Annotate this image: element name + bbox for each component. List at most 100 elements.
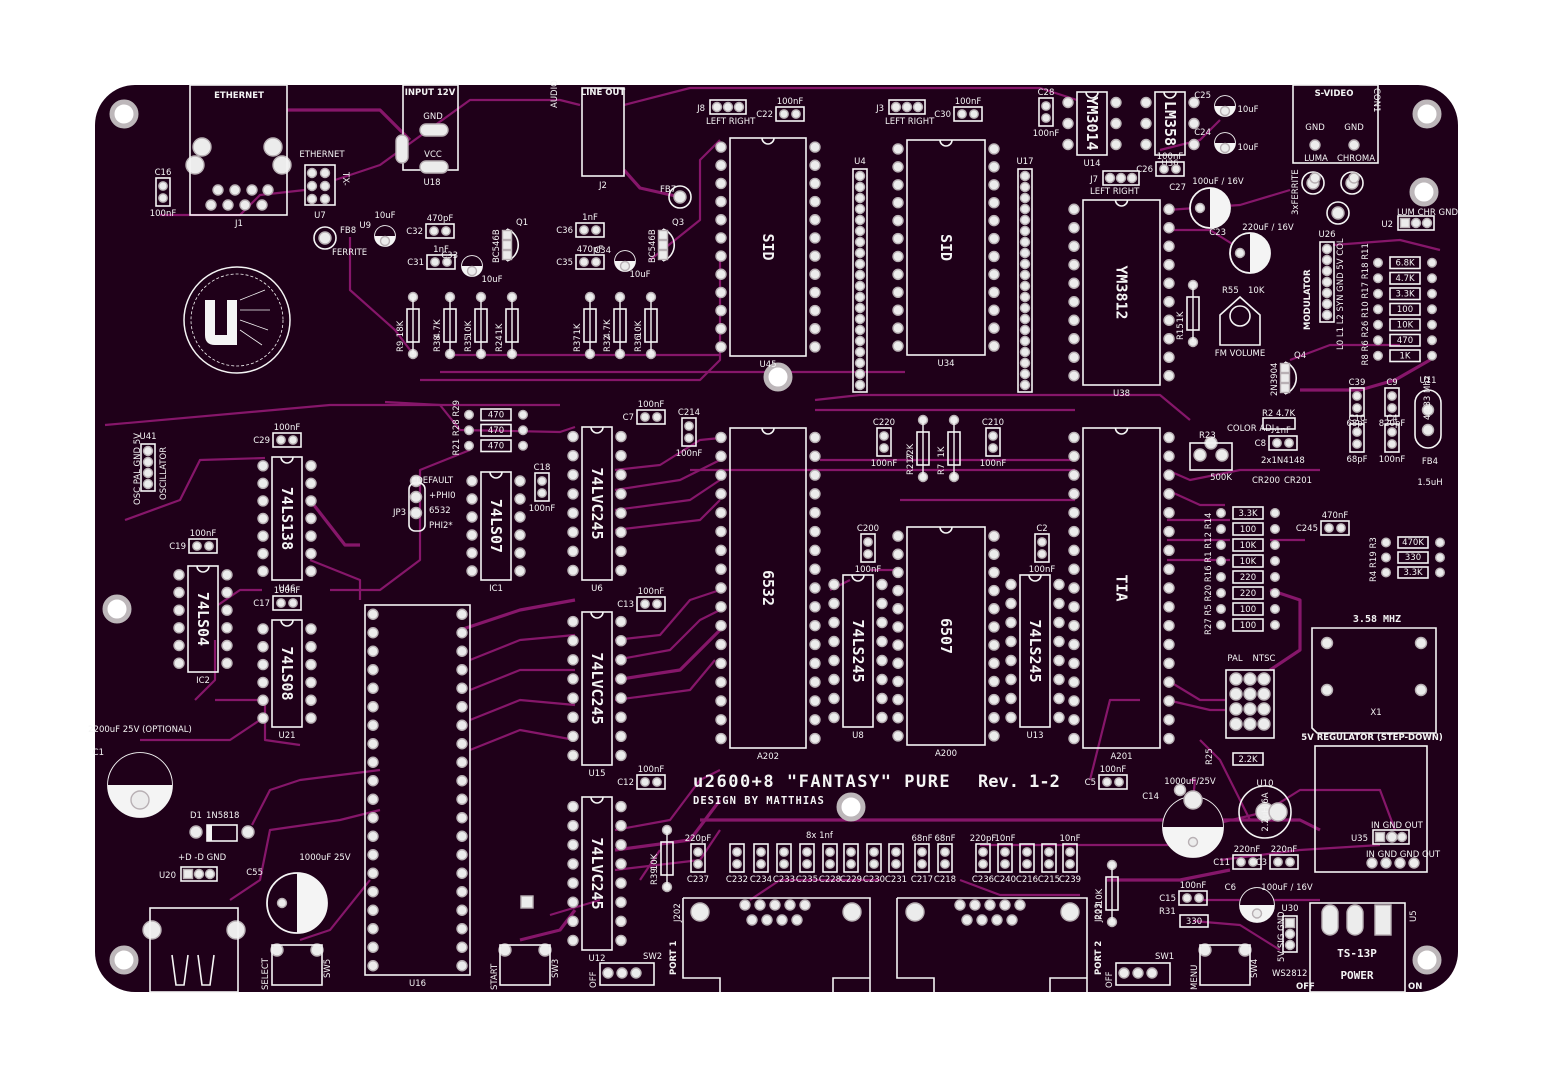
pad	[1019, 225, 1031, 237]
pad	[854, 280, 866, 292]
slide-switch-sw2[interactable]: SW2 OFF	[589, 952, 662, 988]
resistor-bank-refs: R4 R19 R3	[1369, 537, 1379, 582]
pad	[305, 676, 317, 689]
pad	[367, 701, 379, 713]
pad	[1000, 859, 1010, 869]
chip-part-label: 74LS245	[1026, 619, 1044, 682]
pad	[715, 544, 727, 557]
menu-button[interactable]: MENU SW4	[1190, 944, 1260, 990]
fm-volume-trimmer[interactable]: R55 10K FM VOLUME	[1215, 286, 1266, 359]
resistor-value: 100	[1240, 525, 1256, 535]
pad	[615, 819, 627, 832]
capacitor-outline	[1384, 423, 1400, 453]
capacitor-value: 100nF	[638, 587, 665, 597]
pad	[1193, 448, 1207, 462]
pad	[257, 694, 269, 706]
copper-trace	[459, 598, 576, 632]
pad	[1044, 847, 1054, 857]
video-standard-jumper[interactable]: PAL NTSC	[1225, 654, 1276, 739]
svg-text:*DEFAULT: *DEFAULT	[412, 476, 454, 486]
pad	[501, 239, 513, 251]
select-button[interactable]: SELECT SW5	[261, 944, 333, 990]
color-adjust-trimmer[interactable]: R23 COLOR ADJ. 500K	[1189, 424, 1277, 483]
resistor-value: 470	[488, 442, 504, 452]
copper-trace	[614, 479, 721, 512]
jumper-jp3[interactable]: JP3 *DEFAULT +PHI0 6532 PHI2*	[392, 476, 456, 532]
pad	[1387, 439, 1397, 449]
power-switch[interactable]: TS-13P POWER OFF ON U5	[1296, 902, 1422, 993]
pad	[1053, 616, 1065, 629]
pad	[715, 177, 727, 190]
header-ref: U30	[1281, 904, 1298, 914]
oscillator-label: OSCILLATOR	[159, 447, 169, 500]
pad	[809, 544, 821, 557]
usb-port[interactable]	[149, 907, 239, 993]
pad	[185, 155, 205, 175]
chip-ref-label: U6	[591, 584, 603, 594]
pad	[1041, 113, 1051, 123]
chip-ref-label: U8	[852, 731, 864, 741]
pad	[456, 886, 468, 898]
header-u17: U17	[1016, 157, 1034, 393]
pin1-notch	[1028, 574, 1042, 582]
pad	[567, 564, 579, 577]
pad	[1005, 578, 1017, 591]
pad	[854, 357, 866, 369]
slide-switch-sw1[interactable]: SW1 OFF	[1105, 952, 1174, 988]
pad	[456, 664, 468, 676]
pad	[1269, 524, 1280, 535]
pad	[976, 914, 988, 926]
pad	[466, 547, 478, 559]
chip-part-label: LM358	[1161, 101, 1179, 146]
pad	[828, 616, 840, 629]
pad	[514, 547, 526, 559]
resistor-value: 3.3K	[1238, 509, 1258, 519]
pad	[892, 712, 904, 724]
resistor-value: 10K	[1240, 557, 1257, 567]
svg-text:+PHI0: +PHI0	[429, 491, 456, 501]
capacitor-ref: C236	[972, 875, 994, 885]
pad	[1215, 588, 1226, 599]
pad	[1115, 172, 1127, 184]
pad	[657, 229, 669, 241]
capacitor-outline	[985, 427, 1001, 457]
pad	[514, 493, 526, 505]
pad	[673, 190, 687, 204]
resistor-value: 10K	[1240, 541, 1257, 551]
resistor-r25	[1232, 752, 1264, 766]
capacitor-outline	[1155, 161, 1185, 177]
mounting-holes	[102, 99, 1442, 975]
capacitor-ref: C230	[863, 875, 885, 885]
svg-text:INPUT 12V: INPUT 12V	[405, 88, 456, 98]
copper-trace	[469, 668, 575, 692]
pad	[367, 923, 379, 935]
mounting-hole	[109, 945, 139, 975]
pad	[305, 565, 317, 577]
controller-port-2[interactable]: PORT 2 J203	[896, 897, 1104, 992]
start-button[interactable]: START SW3	[490, 944, 561, 990]
resistor-value: 6.8K	[1395, 259, 1415, 269]
capacitor-c235: C235	[796, 843, 818, 885]
pad	[1426, 288, 1437, 299]
pad	[1251, 908, 1263, 919]
pad	[1215, 556, 1226, 567]
capacitor-value: 100nF	[274, 586, 301, 596]
pad	[892, 286, 904, 298]
capacitor-outline	[681, 417, 697, 447]
pad	[1243, 672, 1257, 686]
pad	[173, 586, 185, 599]
pad	[615, 564, 627, 577]
pad	[615, 507, 627, 519]
header-ref: J7	[1089, 175, 1098, 185]
pad	[456, 849, 468, 861]
controller-port-1[interactable]: PORT 1 J202	[669, 897, 871, 992]
pad	[288, 435, 298, 445]
pad	[715, 563, 727, 575]
pad	[1183, 790, 1203, 810]
pin1-notch	[851, 574, 865, 582]
